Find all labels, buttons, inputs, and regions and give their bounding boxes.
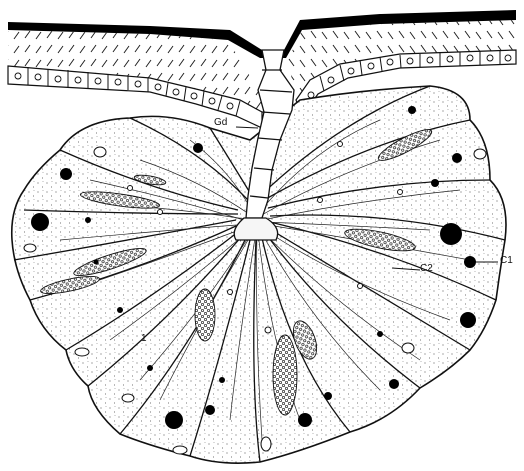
label-1: 1 [141,334,147,344]
label-c2: C2 [420,264,433,274]
label-c1: C1 [500,256,513,266]
label-gd: Gd [214,118,227,128]
